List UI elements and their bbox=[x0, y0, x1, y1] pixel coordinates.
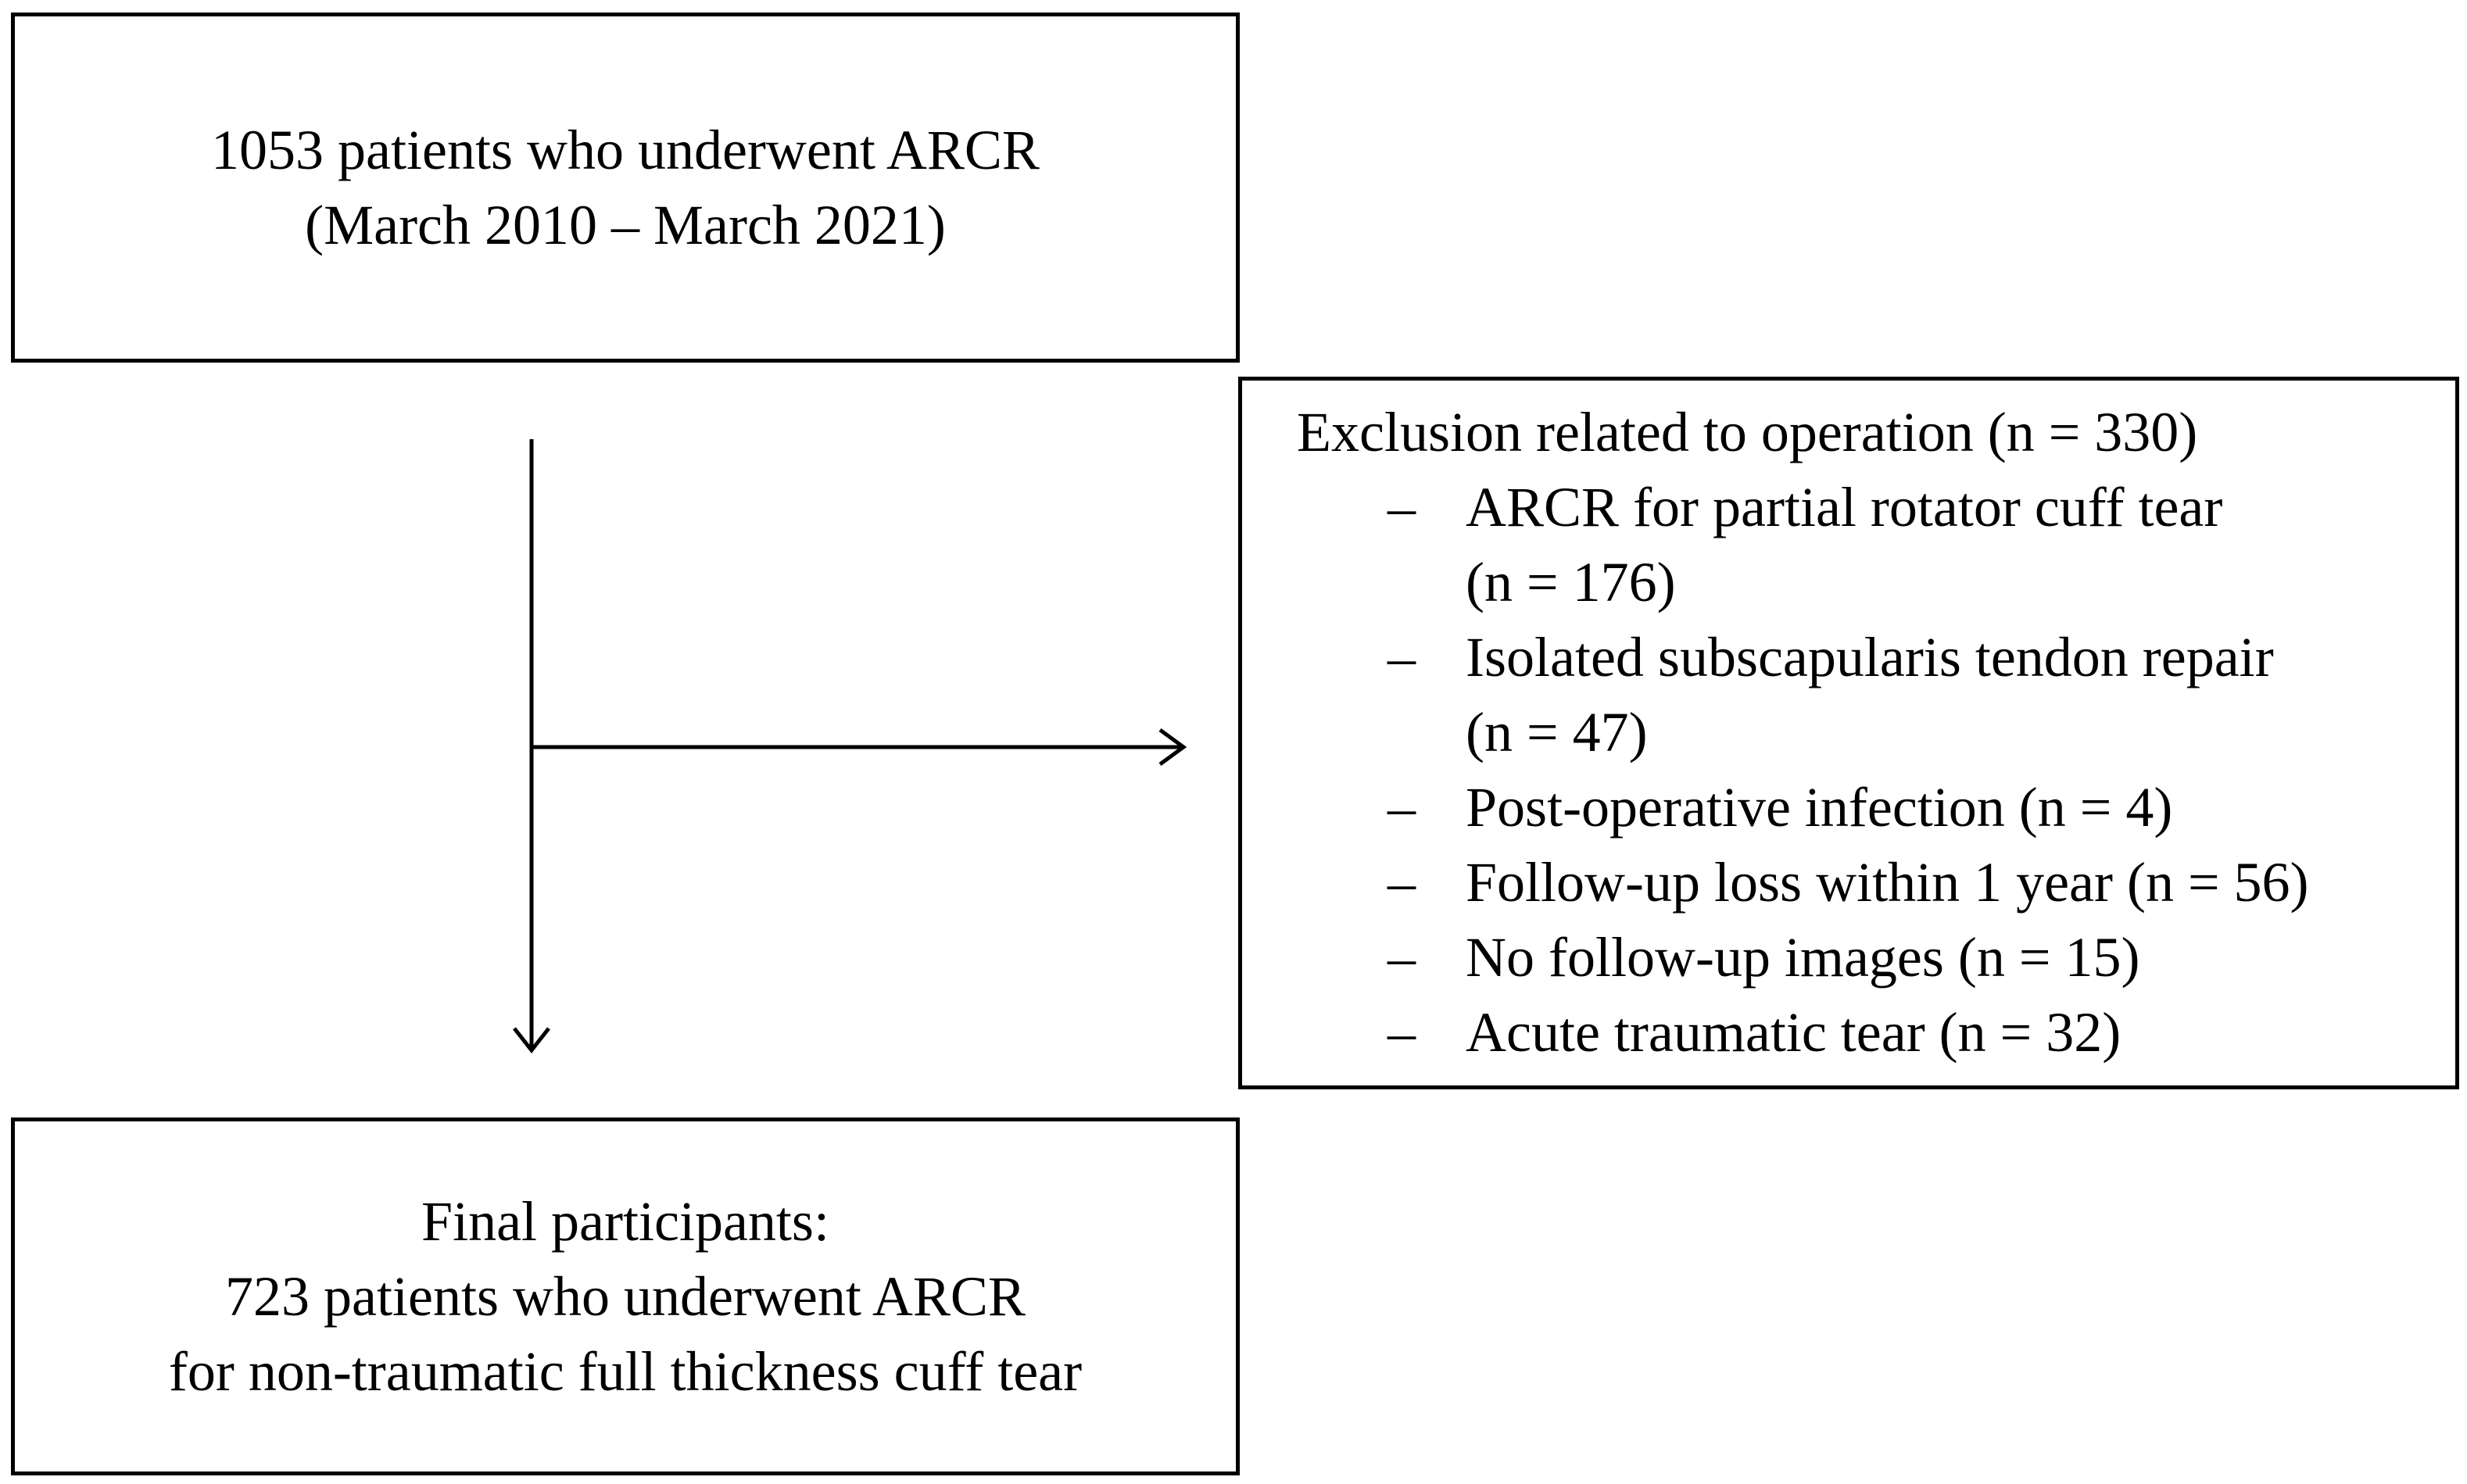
final-box-line-1: Final participants: bbox=[421, 1190, 829, 1253]
exclusion-item: – Follow-up loss within 1 year (n = 56) bbox=[1387, 845, 2435, 920]
exclusion-item-text: Acute traumatic tear (n = 32) bbox=[1466, 1001, 2121, 1064]
dash-bullet: – bbox=[1387, 776, 1416, 839]
dash-bullet: – bbox=[1387, 476, 1416, 538]
exclusion-item: – Acute traumatic tear (n = 32) bbox=[1387, 995, 2435, 1070]
exclusion-item-count: (n = 47) bbox=[1466, 701, 1648, 763]
exclusion-item-text: ARCR for partial rotator cuff tear bbox=[1466, 476, 2223, 538]
start-box-line-2: (March 2010 – March 2021) bbox=[305, 194, 946, 256]
exclusion-list: – ARCR for partial rotator cuff tear (n … bbox=[1387, 470, 2435, 1070]
exclusion-item-text: No follow-up images (n = 15) bbox=[1466, 926, 2140, 989]
final-box-line-2: 723 patients who underwent ARCR bbox=[225, 1265, 1026, 1328]
right-arrowhead bbox=[1158, 728, 1187, 767]
down-arrowhead bbox=[513, 1027, 550, 1054]
exclusion-item: – Isolated subscapularis tendon repair (… bbox=[1387, 620, 2435, 770]
exclusion-item: – ARCR for partial rotator cuff tear (n … bbox=[1387, 470, 2435, 620]
exclusion-item-text: Post-operative infection (n = 4) bbox=[1466, 776, 2173, 839]
exclusion-header: Exclusion related to operation (n = 330) bbox=[1297, 401, 2198, 463]
exclusion-item: – Post-operative infection (n = 4) bbox=[1387, 770, 2435, 845]
final-box: Final participants: 723 patients who und… bbox=[11, 1117, 1240, 1475]
dash-bullet: – bbox=[1387, 851, 1416, 914]
exclusion-item-text: Follow-up loss within 1 year (n = 56) bbox=[1466, 851, 2309, 914]
dash-bullet: – bbox=[1387, 926, 1416, 989]
exclusion-item-text: Isolated subscapularis tendon repair bbox=[1466, 626, 2274, 688]
dash-bullet: – bbox=[1387, 1001, 1416, 1064]
final-box-line-3: for non-traumatic full thickness cuff te… bbox=[168, 1340, 1083, 1403]
exclusion-item-count: (n = 176) bbox=[1466, 551, 1676, 613]
start-box: 1053 patients who underwent ARCR (March … bbox=[11, 13, 1240, 363]
start-box-line-1: 1053 patients who underwent ARCR bbox=[211, 119, 1040, 181]
exclusion-box: Exclusion related to operation (n = 330)… bbox=[1238, 377, 2459, 1089]
exclusion-item: – No follow-up images (n = 15) bbox=[1387, 920, 2435, 995]
dash-bullet: – bbox=[1387, 626, 1416, 688]
